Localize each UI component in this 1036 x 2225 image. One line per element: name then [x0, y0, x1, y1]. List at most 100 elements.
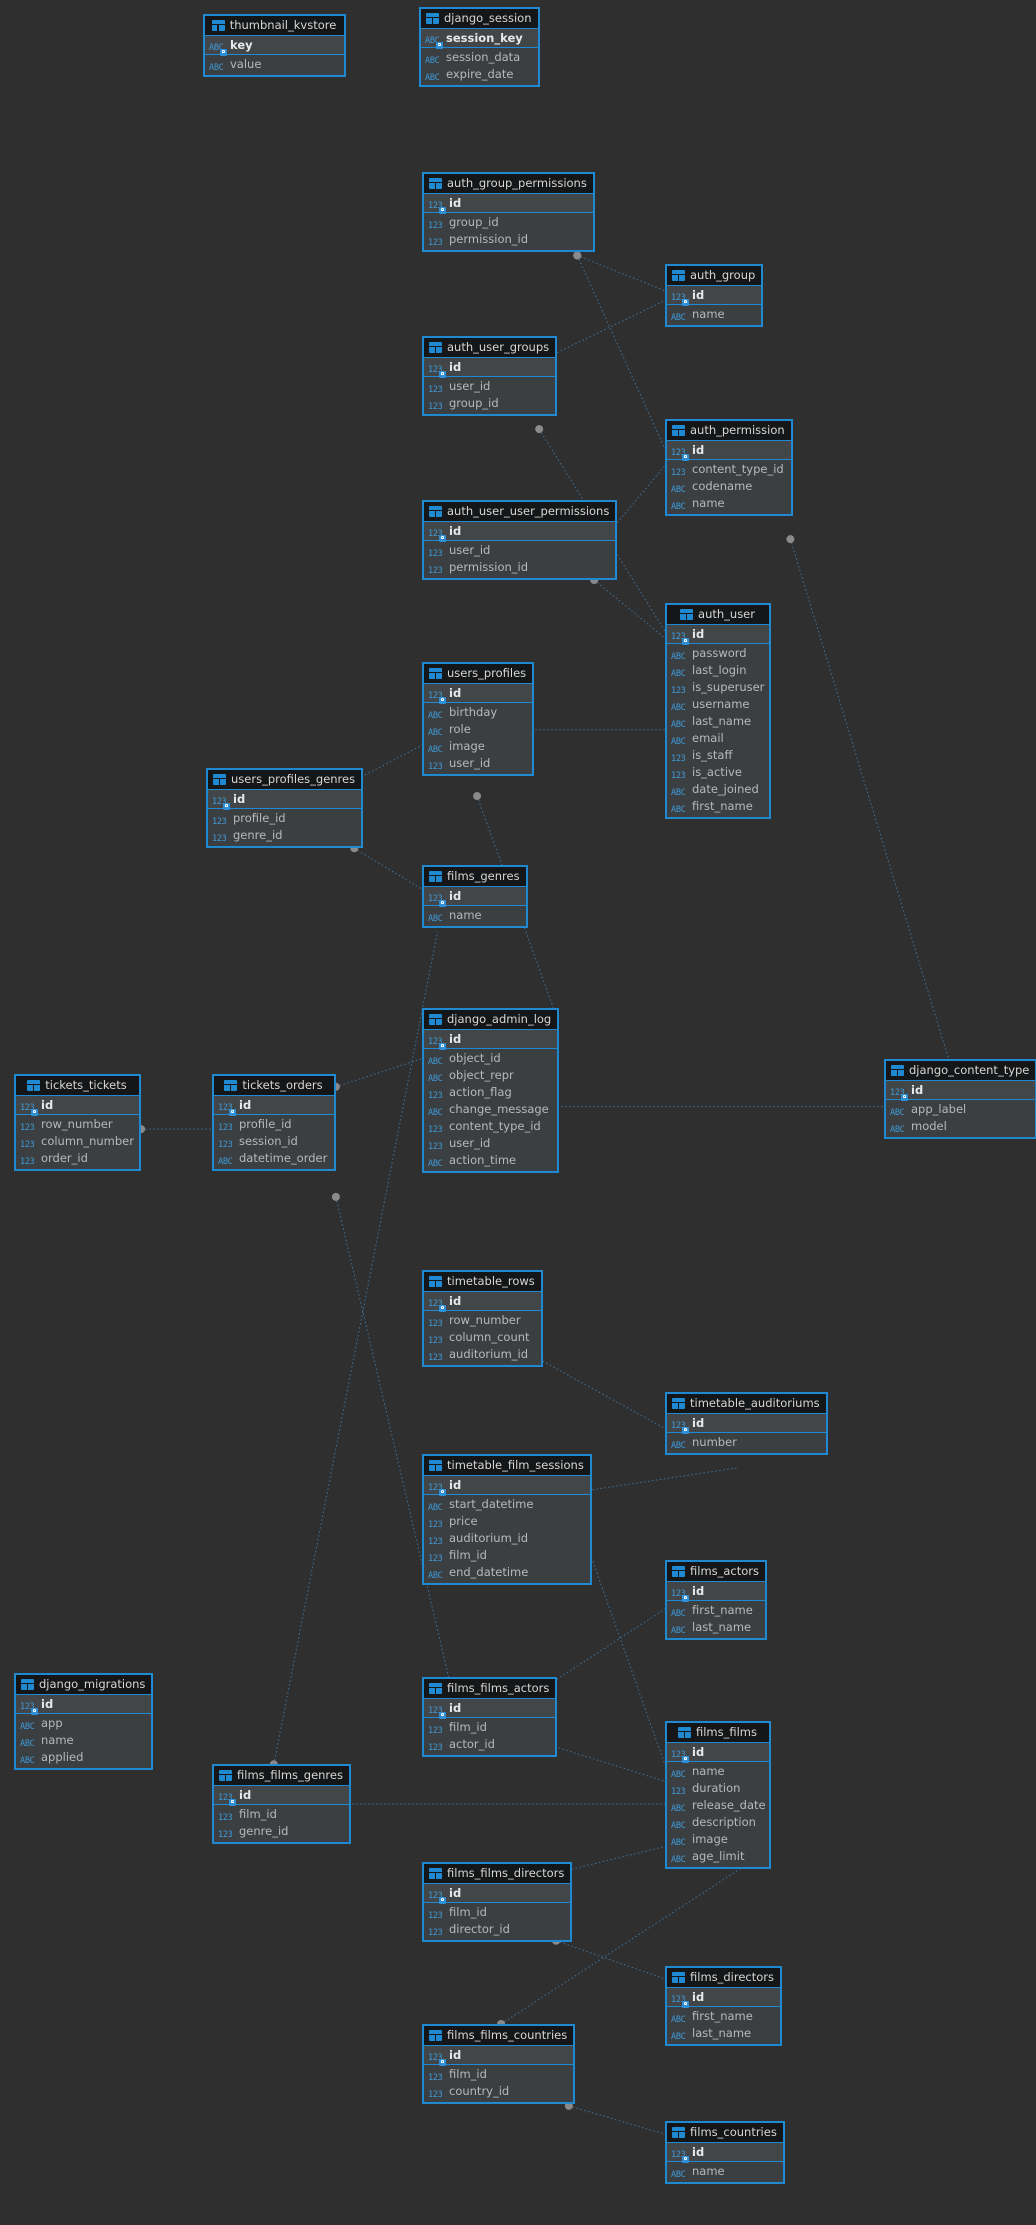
- table-header[interactable]: films_genres: [424, 867, 526, 887]
- table-header[interactable]: films_actors: [667, 1562, 766, 1582]
- table-header[interactable]: films_countries: [667, 2123, 783, 2143]
- table-header[interactable]: auth_permission: [667, 421, 791, 441]
- table-header[interactable]: django_admin_log: [424, 1010, 558, 1030]
- relation-endpoint-dot[interactable]: [786, 535, 795, 544]
- table-header[interactable]: films_films_genres: [214, 1766, 349, 1786]
- table-header[interactable]: timetable_rows: [424, 1272, 541, 1292]
- table-header[interactable]: films_films_directors: [424, 1864, 571, 1884]
- table-header[interactable]: thumbnail_kvstore: [205, 16, 344, 36]
- relation-endpoint-dot[interactable]: [331, 1192, 340, 1201]
- table-header[interactable]: users_profiles: [424, 664, 533, 684]
- table-header[interactable]: django_migrations: [16, 1675, 152, 1695]
- table-header[interactable]: timetable_auditoriums: [667, 1394, 826, 1414]
- relation-endpoint-dot[interactable]: [573, 251, 582, 260]
- relation-endpoint-dot[interactable]: [573, 251, 582, 260]
- table-header[interactable]: auth_user_groups: [424, 338, 556, 358]
- table-header[interactable]: auth_user: [667, 605, 769, 625]
- relation-endpoint-dot[interactable]: [473, 792, 482, 801]
- table-header[interactable]: auth_user_user_permissions: [424, 502, 616, 522]
